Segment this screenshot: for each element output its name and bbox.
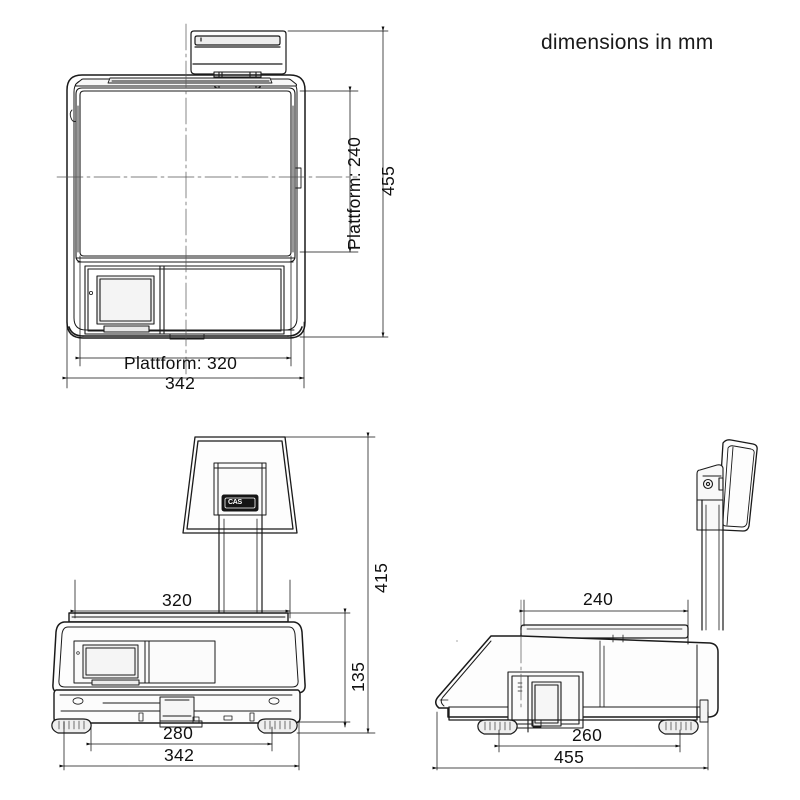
dim-side-platform-depth: 240 [583,589,614,609]
dim-front-overall-width: 342 [164,745,195,765]
top-view-centerlines [56,23,358,375]
side-view-geometry [435,439,758,735]
front-view-geometry [51,436,306,734]
dim-front-overall-height: 415 [371,562,391,593]
units-note: dimensions in mm [541,31,714,54]
front-view-dimension-lines [59,432,376,771]
dim-front-platform-width: 320 [162,590,193,610]
dim-top-platform-width: Plattform: 320 [124,353,238,373]
dim-top-platform-depth: Plattform: 240 [344,136,364,250]
top-view-dimension-lines [62,26,389,389]
dim-front-foot-span: 280 [163,723,194,743]
dim-top-overall-width: 342 [165,373,196,393]
dim-top-overall-depth: 455 [378,165,398,196]
dim-side-overall-depth: 455 [554,747,585,767]
dim-front-body-height: 135 [348,661,368,692]
side-view-dimension-lines [432,599,709,771]
cas-brand-logo: CAS [228,499,242,506]
dim-side-foot-span: 260 [572,725,603,745]
